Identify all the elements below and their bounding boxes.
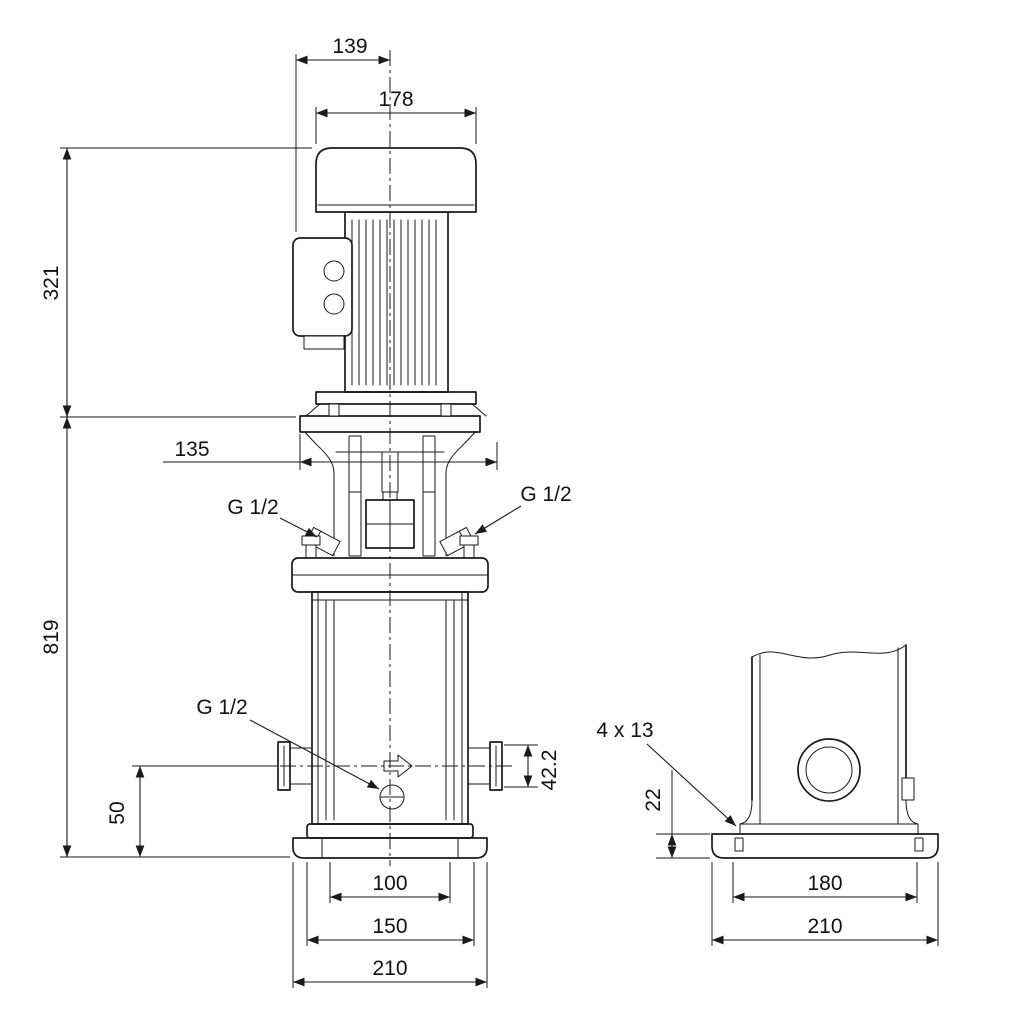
dim-135: 135 [163,434,498,470]
callout-g12-drain: G 1/2 [196,696,380,790]
flange-stud-left [305,543,317,559]
dim-label-139: 139 [332,35,367,58]
label-bolt-holes: 4 x 13 [596,719,653,742]
dim-139: 139 [295,35,390,232]
terminal-box-foot [303,335,345,350]
dim-150: 150 [306,862,475,946]
dim-22: 22 [642,770,710,859]
motor-stool [299,391,487,433]
break-line [751,644,907,659]
cable-entry-bottom [323,293,345,315]
dim-label-50: 50 [106,801,129,824]
motor-fan-cover [315,147,477,213]
dim-label-150: 150 [372,915,407,938]
motor-fins [351,219,437,386]
motor-body [344,211,449,393]
dim-100: 100 [329,862,451,903]
dim-819: 819 [40,417,290,858]
stool-bolt-left [328,403,340,417]
label-g12-left: G 1/2 [227,496,278,519]
callout-g12-left: G 1/2 [227,496,318,538]
side-port [797,738,861,802]
label-g12-drain: G 1/2 [196,696,247,719]
dim-label-210-side: 210 [807,915,842,938]
dim-label-210-front: 210 [372,957,407,980]
dim-label-100: 100 [372,872,407,895]
dim-50: 50 [106,765,278,857]
dim-42-2: 42.2 [504,744,561,791]
base-side [711,833,939,859]
front-view [277,147,503,859]
dim-label-42-2: 42.2 [538,750,561,791]
dimensions: 139 178 321 819 135 G 1/2 G [40,35,939,988]
dim-label-819: 819 [40,619,63,654]
dim-label-178: 178 [378,88,413,111]
dim-label-135: 135 [174,438,209,461]
stool-bolt-right [440,403,452,417]
flange-stud-right [463,543,475,559]
cable-entry-top [323,260,345,282]
callout-bolt-holes: 4 x 13 [596,719,737,827]
dim-321: 321 [40,147,312,418]
dim-label-180: 180 [807,872,842,895]
dim-label-321: 321 [40,265,63,300]
side-view [711,644,939,859]
dim-label-22: 22 [642,788,665,811]
dim-178: 178 [315,88,477,144]
side-sleeve [739,644,919,835]
bolt-slot-left [734,837,744,852]
dim-210-side: 210 [711,862,939,946]
bolt-slot-right [914,837,924,852]
label-g12-right: G 1/2 [520,483,571,506]
dim-210-front: 210 [292,862,488,988]
coupling-guard-left [348,435,362,557]
callout-g12-right: G 1/2 [474,483,572,535]
drain-plug [379,784,405,810]
coupling-guard-right [422,435,436,557]
dim-180: 180 [732,862,918,903]
nameplate-clip [901,777,915,801]
terminal-box [292,237,353,350]
